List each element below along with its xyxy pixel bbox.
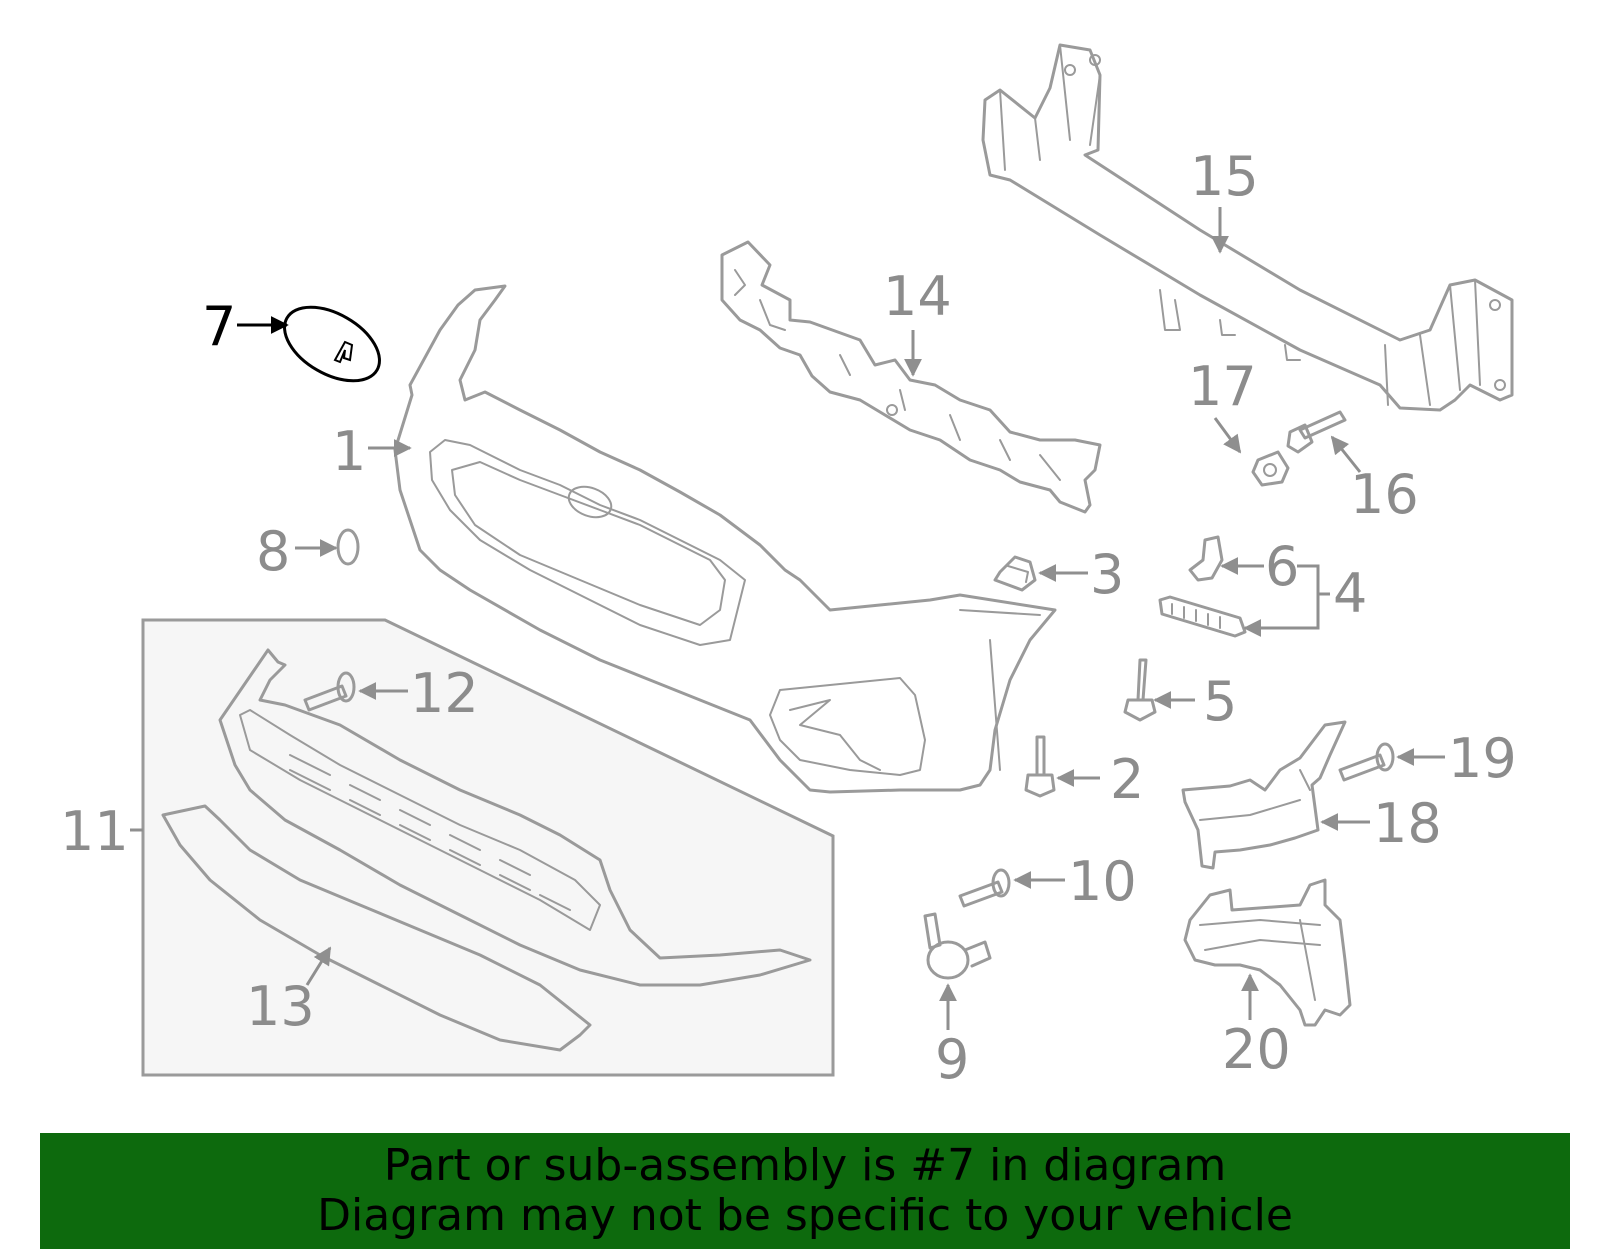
part-17-nut[interactable] <box>1251 450 1290 487</box>
part-14-absorber[interactable] <box>720 240 1102 514</box>
part-1-bumper-cover[interactable] <box>393 284 1057 794</box>
part-11-lower-grille[interactable] <box>218 648 812 987</box>
callout-12: 12 <box>410 662 479 725</box>
callout-8: 8 <box>256 520 290 583</box>
part-9-socket[interactable] <box>923 912 992 980</box>
part-5-bolt[interactable] <box>1123 658 1157 722</box>
part-18-bracket[interactable] <box>1181 720 1347 870</box>
callout-4: 4 <box>1333 562 1367 625</box>
callout-13: 13 <box>246 975 315 1038</box>
callout-2: 2 <box>1110 748 1144 811</box>
notice-banner: Part or sub-assembly is #7 in diagram Di… <box>40 1133 1570 1249</box>
part-3-clip[interactable] <box>993 555 1037 592</box>
part-6-bracket[interactable] <box>1188 535 1224 582</box>
part-19-screw[interactable] <box>1338 742 1395 782</box>
part-13-lower-strip[interactable] <box>161 804 592 1052</box>
part-2-bolt[interactable] <box>1024 735 1056 798</box>
callout-9: 9 <box>935 1028 969 1091</box>
callout-5: 5 <box>1203 670 1237 733</box>
callout-15: 15 <box>1190 145 1259 208</box>
part-10-screw[interactable] <box>958 868 1011 908</box>
notice-line-2: Diagram may not be specific to your vehi… <box>317 1190 1293 1241</box>
callout-17: 17 <box>1188 355 1257 418</box>
callout-16: 16 <box>1350 463 1419 526</box>
callout-1: 1 <box>332 420 366 483</box>
callout-19: 19 <box>1448 727 1517 790</box>
callout-14: 14 <box>883 265 952 328</box>
callout-10: 10 <box>1068 850 1137 913</box>
part-8-grommet[interactable] <box>336 528 360 566</box>
notice-line-1: Part or sub-assembly is #7 in diagram <box>383 1140 1227 1191</box>
part-4-side-bracket[interactable] <box>1158 595 1247 638</box>
part-12-screw[interactable] <box>303 671 356 712</box>
callout-3: 3 <box>1090 543 1124 606</box>
callout-11: 11 <box>60 800 129 863</box>
callout-20: 20 <box>1222 1018 1291 1081</box>
part-15-reinforcement-beam[interactable] <box>981 43 1514 412</box>
part-7-emblem[interactable] <box>272 292 392 396</box>
callout-7: 7 <box>202 295 236 358</box>
callout-18: 18 <box>1373 792 1442 855</box>
part-20-fog-lamp[interactable] <box>1183 878 1352 1027</box>
leader-lines <box>130 207 1445 1030</box>
part-16-bolt[interactable] <box>1286 410 1347 454</box>
callout-6: 6 <box>1265 535 1299 598</box>
